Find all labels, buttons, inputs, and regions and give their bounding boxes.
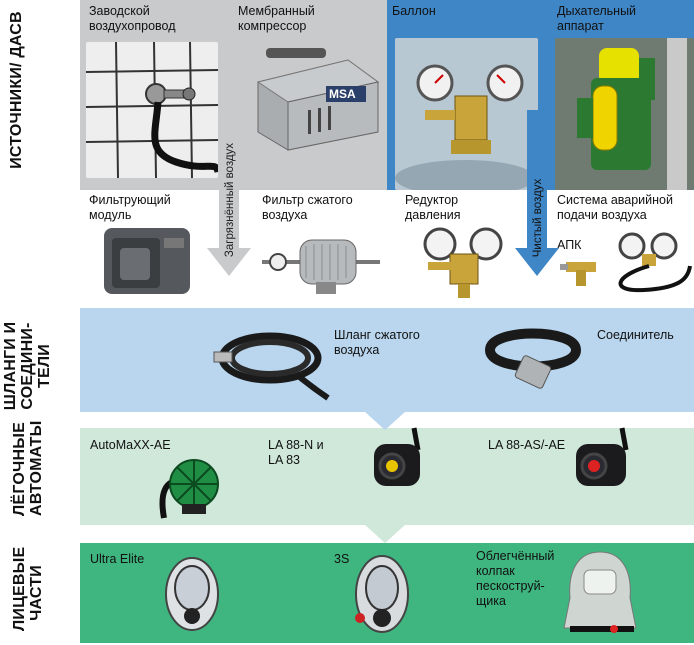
hoses-panel [80, 308, 694, 412]
compressed-air-hose-label: Шланг сжатого воздуха [334, 328, 420, 357]
la88as-label: LA 88-AS/-AE [488, 438, 566, 452]
emergency-air-system-label: Система аварийной подачи воздуха [557, 193, 673, 222]
clean-air-arrow [515, 110, 559, 276]
factory-air-photo [86, 42, 218, 178]
automaxx-label: AutoMaXX-AE [90, 438, 171, 452]
pressure-reducer-icon [423, 227, 503, 298]
ultra-elite-mask-icon [165, 557, 219, 631]
breathing-apparatus-label: Дыхательный аппарат [557, 4, 637, 33]
3s-label: 3S [334, 552, 350, 566]
emergency-air-system-icon [618, 232, 692, 293]
section-label-hoses: ШЛАНГИ И СОЕДИНИ- ТЕЛИ [2, 321, 53, 411]
compressed-air-filter-icon [262, 239, 380, 294]
factory-pipe-icon [86, 42, 218, 178]
automaxx-icon [159, 459, 219, 519]
hood-label: Облегчённый колпак пескоструй- щика [476, 549, 555, 608]
compressor-photo: MSA [238, 42, 386, 152]
breathing-apparatus-photo [555, 38, 694, 190]
ultra-elite-label: Ultra Elite [90, 552, 145, 566]
apk-icon [560, 262, 596, 286]
compressed-air-hose-icon [213, 332, 330, 401]
la88n-label: LA 88-N и LA 83 [268, 438, 324, 467]
hood-icon [563, 551, 637, 633]
flow-pointer-1-tip [363, 410, 407, 430]
pressure-reducer-label: Редуктор давления [405, 193, 461, 222]
filter-module-label: Фильтрующий модуль [89, 193, 171, 222]
la88n-icon [374, 427, 421, 486]
connector-icon [485, 328, 582, 389]
contaminated-air-label: Загрязнённый воздух [224, 142, 236, 258]
cylinder-photo [395, 38, 538, 190]
section-label-sources: ИСТОЧНИКИ/ ДАСВ [8, 11, 25, 169]
factory-air-label: Заводской воздухопровод [89, 4, 176, 33]
connector-label: Соединитель [597, 328, 674, 342]
compressed-air-filter-label: Фильтр сжатого воздуха [262, 193, 353, 222]
filter-module-icon [104, 228, 190, 294]
apk-label: АПК [557, 238, 582, 252]
membrane-compressor-label: Мембранный компрессор [238, 4, 315, 33]
clean-air-label: Чистый воздух [532, 178, 544, 258]
section-label-facepieces: ЛИЦЕВЫЕ ЧАСТИ [11, 546, 45, 631]
cylinder-label: Баллон [392, 4, 436, 18]
contaminated-air-arrow [207, 120, 251, 276]
la88as-icon [576, 427, 629, 486]
flow-pointer-2-tip [363, 523, 407, 543]
3s-mask-icon [355, 555, 409, 633]
compressor-brand-badge: MSA [329, 87, 356, 101]
section-label-regulators: ЛЁГОЧНЫЕ АВТОМАТЫ [11, 420, 45, 516]
